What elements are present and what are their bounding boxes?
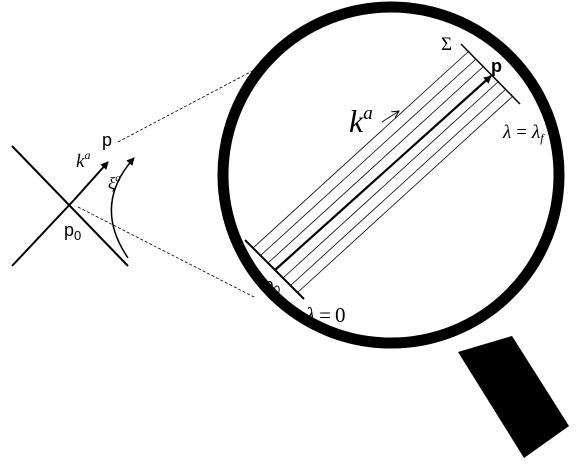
projection-line-top bbox=[117, 67, 259, 143]
magnifier-handle bbox=[458, 336, 569, 458]
geodesic-line bbox=[252, 50, 470, 249]
event-p-label: p bbox=[102, 130, 112, 150]
lens-k-vector-label: ka bbox=[349, 103, 373, 139]
lambda-zero-label: λ=0 bbox=[305, 303, 345, 327]
lens-content: ka Σ p p0 λ=λf λ=0 bbox=[244, 34, 545, 327]
final-surface-sigma bbox=[460, 43, 521, 105]
magnifying-glass-icon bbox=[217, 1, 569, 458]
lens-event-p-label: p bbox=[491, 56, 502, 76]
xi-curve bbox=[110, 157, 135, 259]
central-geodesic bbox=[274, 75, 492, 271]
event-p0-label: p0 bbox=[64, 220, 81, 243]
projection-line-bottom bbox=[77, 206, 257, 299]
geodesic-bundle bbox=[252, 50, 514, 294]
lens-event-p0-label: p0 bbox=[264, 275, 280, 297]
geodesic-line bbox=[282, 80, 500, 279]
light-cone-sketch: ka p ξa p0 bbox=[11, 130, 135, 267]
geodesic-line bbox=[289, 88, 507, 287]
sigma-label: Σ bbox=[441, 34, 452, 55]
cone-line-a bbox=[11, 145, 129, 267]
xi-vector-label: ξa bbox=[108, 172, 121, 193]
start-surface-segment bbox=[244, 239, 305, 300]
k-direction-arrow bbox=[381, 111, 399, 123]
geodesic-line bbox=[296, 95, 514, 294]
lambda-final-label: λ=λf bbox=[502, 122, 545, 145]
geodesic-line bbox=[259, 58, 477, 257]
cone-line-b bbox=[11, 199, 75, 267]
geodesic-line bbox=[267, 65, 485, 264]
geodesic-segment bbox=[73, 161, 109, 201]
k-vector-label: ka bbox=[76, 148, 90, 172]
